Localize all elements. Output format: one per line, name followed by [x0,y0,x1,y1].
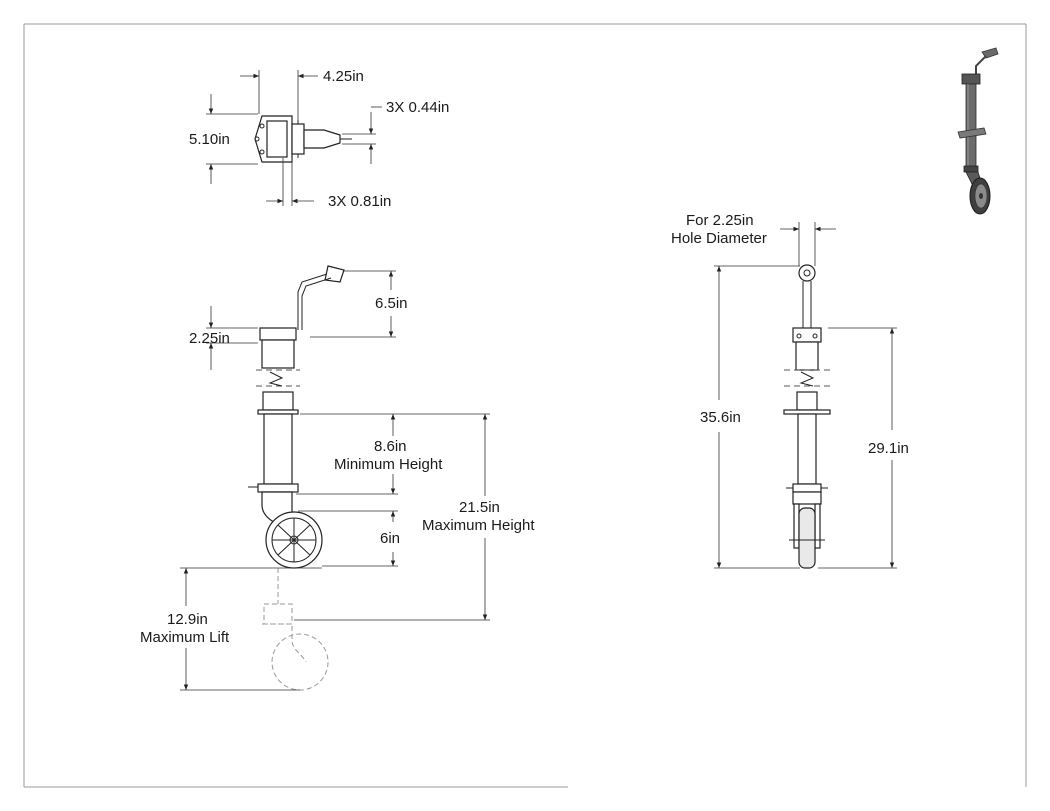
front-fork-leg [814,503,821,549]
front-collar [792,483,822,493]
dim-mount-height: 29.1in [868,440,909,457]
side-lower-tube [263,413,293,485]
side-ghost-tube [263,603,293,625]
dim-overall-height: 35.6in [700,409,741,426]
dim-min-height-text: Minimum Height [334,456,443,473]
front-handle-eye [798,264,816,282]
side-mount-plate [257,409,299,415]
top-view-bolt-hole [254,136,260,142]
front-mount-plate [783,409,831,415]
front-wheel [798,507,816,569]
top-view-bolt-hole [259,123,265,129]
isometric-render [957,47,999,215]
side-collar [257,483,299,493]
dim-bolt-holes-b: 3X 0.81in [328,193,391,210]
side-upper-tube [261,339,295,369]
dim-hole-line2: Hole Diameter [671,230,767,247]
side-view: 6.5in 2.25in 8.6in Minimum Height 6in 21… [140,265,535,691]
sheet-frame [23,23,1027,788]
side-ghost-wheel [271,633,329,691]
front-upper-tube [795,341,819,371]
top-view-clamp [266,120,288,158]
top-view-crank [303,129,341,149]
dim-top-width: 4.25in [323,68,364,85]
front-fork-leg [793,503,800,549]
dim-max-height-value: 21.5in [459,499,500,516]
front-fork-top [792,491,822,505]
dim-tube-top: 2.25in [189,330,230,347]
front-mid-tube [796,391,818,411]
top-view-bolt-hole [259,149,265,155]
dim-min-height-value: 8.6in [374,438,407,455]
side-mid-tube [262,391,294,411]
dim-top-height: 5.10in [189,131,230,148]
front-lower-tube [797,413,817,485]
dim-wheel-height: 6in [380,530,400,547]
dim-hole-line1: For 2.25in [686,212,754,229]
dim-crank-height: 6.5in [375,295,408,312]
dim-max-height-text: Maximum Height [422,517,535,534]
top-view: 4.25in 5.10in 3X 0.44in 3X 0.81in [189,68,449,210]
side-crank-knob [324,265,345,283]
top-view-tube [291,123,305,155]
dim-max-lift-text: Maximum Lift [140,629,230,646]
side-head [259,327,297,341]
dim-max-lift-value: 12.9in [167,611,208,628]
side-ghost-fork [262,623,307,663]
front-view: For 2.25in Hole Diameter 35.6in 29.1in [671,212,909,569]
dim-bolt-holes-a: 3X 0.44in [386,99,449,116]
